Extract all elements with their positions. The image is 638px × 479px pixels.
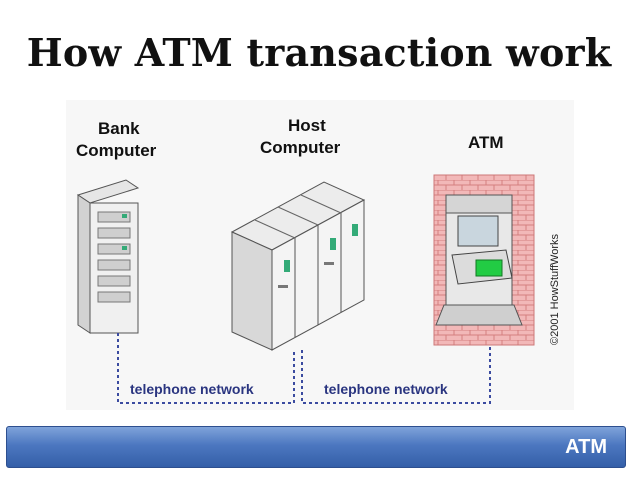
host-computer-mainframe xyxy=(230,181,366,351)
atm-network-diagram: Bank Computer Host Computer ATM xyxy=(66,100,574,410)
footer-bar: ATM xyxy=(6,426,626,468)
telephone-network-label-left: telephone network xyxy=(130,381,254,397)
host-computer-label-line2: Computer xyxy=(260,138,341,157)
atm-label: ATM xyxy=(468,133,504,152)
atm-card-icon xyxy=(475,259,503,277)
bank-computer-label-line2: Computer xyxy=(76,141,157,160)
bank-computer-tower xyxy=(76,179,140,334)
host-computer-label-line1: Host xyxy=(288,116,326,135)
bank-computer-label-line1: Bank xyxy=(98,119,140,138)
telephone-network-label-right: telephone network xyxy=(324,381,448,397)
footer-label: ATM xyxy=(565,436,607,458)
slide-title: How ATM transaction work xyxy=(26,30,612,75)
atm-machine xyxy=(433,174,535,346)
network-lines xyxy=(117,333,491,404)
copyright-notice: ©2001 HowStuffWorks xyxy=(549,233,561,345)
